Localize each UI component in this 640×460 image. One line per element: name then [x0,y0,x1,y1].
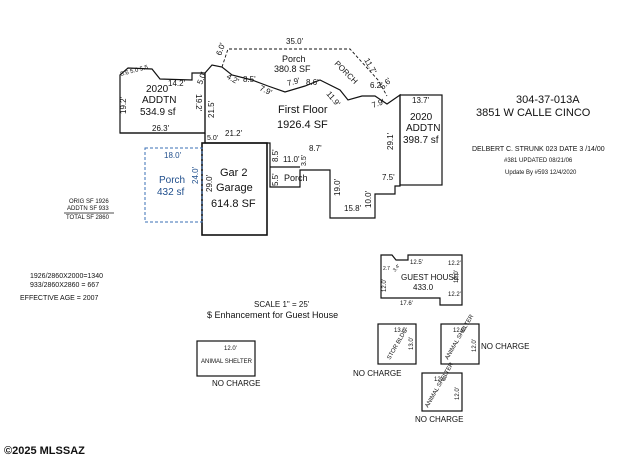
shelter-mid-outline [440,323,480,365]
shelter-bottom-outline [421,372,463,412]
stor-dim-side: 13.0' [409,337,415,350]
addtn-left-name: ADDTN [142,95,176,106]
dim-7-5: 7.5' [382,173,395,182]
porch-small-name: Porch [284,173,308,183]
shelter-mid-dim-side: 12.0' [472,339,478,352]
scale-label: SCALE 1" = 25' [254,300,310,309]
dim-21-2: 21.2' [225,129,243,138]
dim-29-0: 29.0' [205,174,214,192]
gh-dim-3-4: 3.4' [392,263,402,273]
summary-addtn: ADDTN SF 933 [67,206,109,212]
gh-dim-12-2a: 12.2' [448,261,461,267]
garage-area: 614.8 SF [211,198,256,210]
first-floor-outline [204,64,401,219]
guest-house-outline [380,254,463,306]
stor-dim-top: 13.0' [394,328,407,334]
dim-19-0: 19.0' [333,178,342,196]
dim-8-6: 8.6' [306,78,319,87]
garage-name: Gar 2 [220,167,248,179]
shelter-mid-no-charge: NO CHARGE [481,342,529,351]
porch-left-name: Porch [159,175,185,186]
shelter-bottom-dim: 12.0' [434,377,447,383]
first-floor-area: 1926.4 SF [277,119,328,131]
gh-dim-2-7: 2.7 [383,266,390,272]
copyright-footer: ©2025 MLSSAZ [4,445,85,457]
summary-total: TOTAL SF 2860 [66,215,110,221]
garage-sub: Garage [216,182,253,194]
divider-lines [120,132,206,143]
dim-7-9c: 7.9' [371,97,386,110]
dim-11-0: 11.0' [283,155,300,164]
gh-dim-12-0b: 12.0' [454,270,460,283]
dim-26-3: 26.3' [152,124,170,133]
dim-19-2a: 19.2' [119,96,128,114]
updated-line: #381 UPDATED 08/21/06 [504,158,573,164]
dim-5-0b: 5.0' [207,135,218,142]
gh-dim-12-2b: 12.2' [448,292,461,298]
dim-8-7: 8.7' [309,144,322,153]
dim-7-9b: 7.9' [286,76,301,88]
calc-line-2: 933/2860X2860 = 667 [30,282,99,289]
dim-21-5: 21.5' [207,100,216,118]
addtn-left-year: 2020 [146,84,169,95]
dim-6-0: 6.0' [214,41,227,56]
porch-top-area: 380.8 SF [274,64,311,74]
porch-left-area: 432 sf [157,187,184,198]
addtn-right-name: ADDTN [406,123,440,134]
dim-18-0: 18.0' [164,151,182,160]
parcel-number: 304-37-013A [516,94,580,106]
gh-dim-12-0a: 12.0' [382,279,388,292]
porch-word: PORCH [333,59,360,86]
dim-3-5: 3.5' [301,155,308,166]
gh-dim-17-6: 17.6' [400,301,413,307]
summary-orig: ORIG SF 1926 [69,199,109,205]
dim-5-5: 5.5' [271,173,280,186]
dim-29-1: 29.1' [386,132,395,150]
dim-11-7: 11.7' [362,57,378,76]
dim-top-small: 5.6 5.0 5.5 [120,65,150,78]
shelter-mid-dim: 12.0' [453,328,466,334]
dim-15-8: 15.8' [344,204,362,213]
dim-4-2: 4.2' [225,72,241,86]
shelter-left-name: ANIMAL SHELTER [201,359,253,365]
stor-no-charge: NO CHARGE [353,369,401,378]
shelter-bottom-no-charge: NO CHARGE [415,415,463,424]
dim-8-5: 8.5' [243,75,256,84]
gh-name: GUEST HOUSE [401,273,459,282]
dim-13-7: 13.7' [412,96,430,105]
first-floor-name: First Floor [278,104,328,116]
property-address: 3851 W CALLE CINCO [476,107,591,119]
dim-6-2: 6.2' [370,81,383,90]
porch-top-name: Porch [282,54,306,64]
porch-top-outline [221,48,388,97]
dim-8-5b: 8.5' [271,149,280,162]
calc-line-1: 1926/2860X2000=1340 [30,273,103,280]
dim-35: 35.0' [286,37,304,46]
update-by-line: Update By #593 12/4/2020 [505,170,577,176]
dim-10-0: 10.0' [364,190,373,208]
effective-age: EFFECTIVE AGE = 2007 [20,295,99,302]
dim-19-2b: 19.2' [194,94,203,112]
shelter-left-dim: 12.0' [224,346,237,352]
sketcher-line: DELBERT C. STRUNK 023 DATE 3 /14/00 [472,146,605,153]
shelter-bottom-dim-side: 12.0' [455,387,461,400]
addition-right-outline [399,94,443,186]
stor-bldg-outline [377,323,417,365]
dim-5-0a: 5.0' [195,70,208,85]
porch-left-outline [144,147,203,223]
dim-7-9a: 7.9' [258,84,274,98]
addtn-right-year: 2020 [410,112,433,123]
addtn-left-area: 534.9 sf [140,107,176,118]
shelter-left-outline [196,340,256,377]
dim-14-2: 14.2' [168,79,186,88]
dim-24-0: 24.0' [191,166,200,184]
enhancement-note: $ Enhancement for Guest House [207,310,338,320]
shelter-mid-name: ANIMAL SHELTER [445,313,476,361]
addtn-right-area: 398.7 sf [403,135,439,146]
gh-dim-12-5: 12.5' [410,260,423,266]
shelter-bottom-name: ANIMAL SHELTER [425,361,456,409]
shelter-left-no-charge: NO CHARGE [212,379,260,388]
gh-area: 433.0 [413,283,434,292]
